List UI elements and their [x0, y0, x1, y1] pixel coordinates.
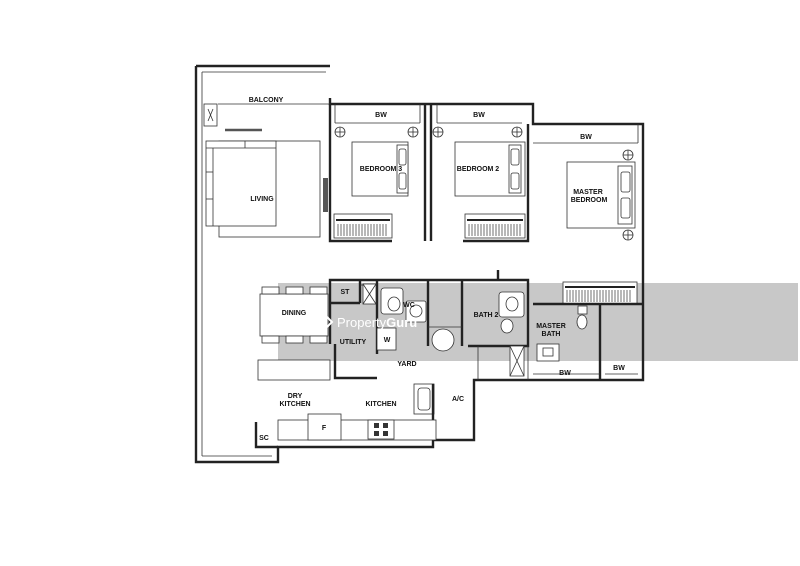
master-bedroom [533, 124, 639, 305]
sofa [205, 140, 277, 227]
watermark: PropertyGuru [310, 310, 417, 334]
label-f: F [322, 425, 327, 432]
fridge [307, 413, 342, 441]
living-furniture [205, 140, 328, 238]
label-bw-bedroom-3: BW [375, 112, 387, 119]
label-bw-bedroom-2: BW [473, 112, 485, 119]
label-bedroom-3: BEDROOM 3 [360, 166, 403, 173]
label-balcony: BALCONY [249, 97, 284, 104]
watermark-brand-suffix: Guru [386, 315, 417, 330]
bedroom-3 [328, 104, 427, 243]
label-bedroom-2: BEDROOM 2 [457, 166, 500, 173]
label-bw-master-bath: BW [559, 370, 571, 377]
label-master-bedroom-1: MASTER [573, 189, 603, 196]
bedroom-2-wardrobe [464, 213, 526, 239]
label-bw-right: BW [613, 365, 625, 372]
kitchen-counter [257, 359, 331, 381]
label-dry-kitchen-2: KITCHEN [279, 401, 310, 408]
label-yard: YARD [397, 361, 416, 368]
master-bath [533, 302, 643, 380]
label-master-bath-1: MASTER [536, 323, 566, 330]
label-utility: UTILITY [340, 339, 367, 346]
bath-2-toilet [500, 318, 514, 334]
label-wc: WC [403, 302, 415, 309]
svg-text:PropertyGuru: PropertyGuru [337, 315, 417, 330]
watermark-logo-icon [310, 310, 334, 334]
label-living: LIVING [250, 196, 274, 203]
label-sc: SC [259, 435, 269, 442]
label-bath-2: BATH 2 [474, 312, 499, 319]
label-ac: A/C [452, 396, 464, 403]
label-dry-kitchen-1: DRY [288, 393, 303, 400]
dining-kitchen [254, 286, 437, 449]
label-master-bedroom-2: BEDROOM [571, 197, 608, 204]
label-st: ST [341, 289, 351, 296]
tv-console [323, 178, 328, 212]
washer [376, 327, 397, 351]
room-labels: BALCONY LIVING BW BW BW BEDROOM 3 BEDROO… [249, 97, 626, 442]
label-w: W [384, 337, 391, 344]
master-bath-toilet [576, 314, 588, 330]
service-core [328, 270, 530, 380]
label-bw-master: BW [580, 134, 592, 141]
watermark-brand-prefix: Property [337, 315, 387, 330]
kitchen-cabinet [277, 419, 437, 441]
label-master-bath-2: BATH [542, 331, 561, 338]
cooktop [367, 419, 395, 440]
label-kitchen: KITCHEN [365, 401, 396, 408]
balcony-area [203, 103, 330, 132]
label-dining: DINING [282, 310, 307, 317]
exterior-walls [194, 64, 645, 464]
wc-toilet [387, 296, 401, 312]
bedroom-2 [429, 104, 530, 243]
water-heater [431, 328, 455, 352]
